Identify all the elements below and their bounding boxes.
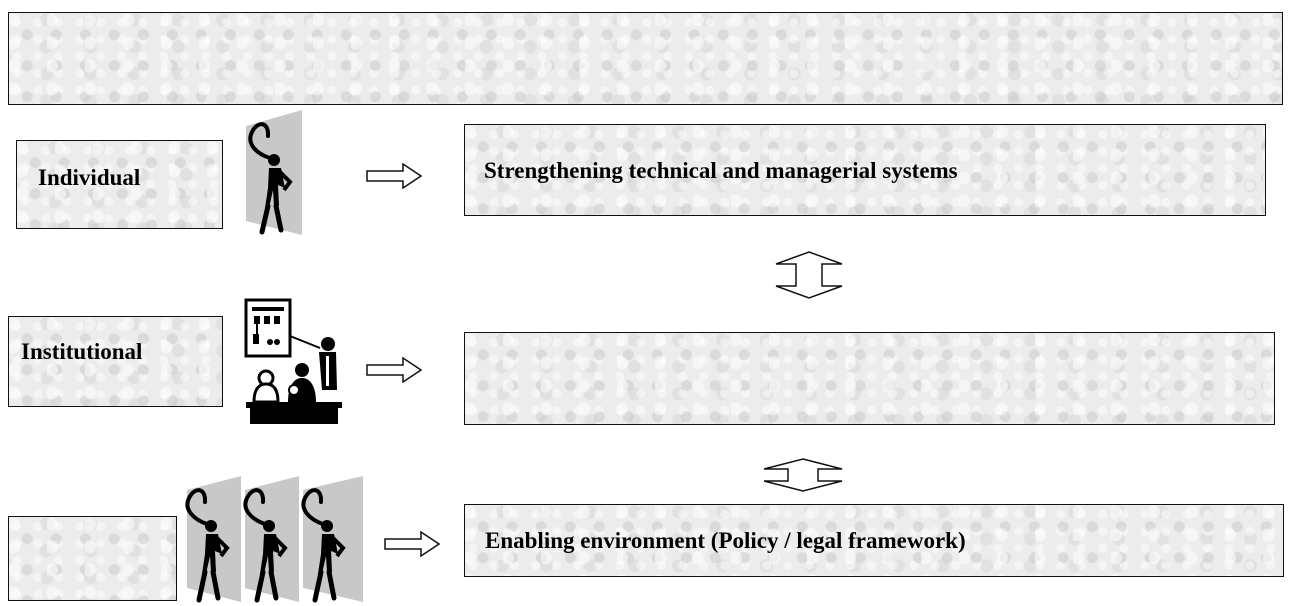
header-box bbox=[8, 12, 1283, 105]
group-of-people-icon bbox=[185, 476, 363, 603]
result-text-technical: Strengthening technical and managerial s… bbox=[484, 158, 958, 183]
result-box-institutional bbox=[464, 332, 1275, 425]
right-arrow-icon bbox=[366, 357, 422, 383]
level-box-system bbox=[8, 516, 177, 601]
level-box-institutional: Institutional bbox=[8, 316, 223, 407]
right-arrow-icon bbox=[366, 163, 422, 189]
right-arrow-icon bbox=[384, 531, 440, 557]
double-vertical-arrow-icon bbox=[775, 251, 843, 299]
double-vertical-arrow-icon bbox=[763, 458, 843, 492]
level-label-institutional: Institutional bbox=[21, 339, 143, 364]
level-box-individual: Individual bbox=[16, 140, 223, 229]
result-box-enabling-environment: Enabling environment (Policy / legal fra… bbox=[464, 504, 1284, 577]
level-label-individual: Individual bbox=[38, 165, 141, 190]
result-text-enabling-environment: Enabling environment (Policy / legal fra… bbox=[485, 528, 966, 553]
presentation-meeting-icon bbox=[244, 298, 342, 424]
person-pointing-icon bbox=[246, 110, 302, 235]
result-box-technical: Strengthening technical and managerial s… bbox=[464, 124, 1266, 216]
